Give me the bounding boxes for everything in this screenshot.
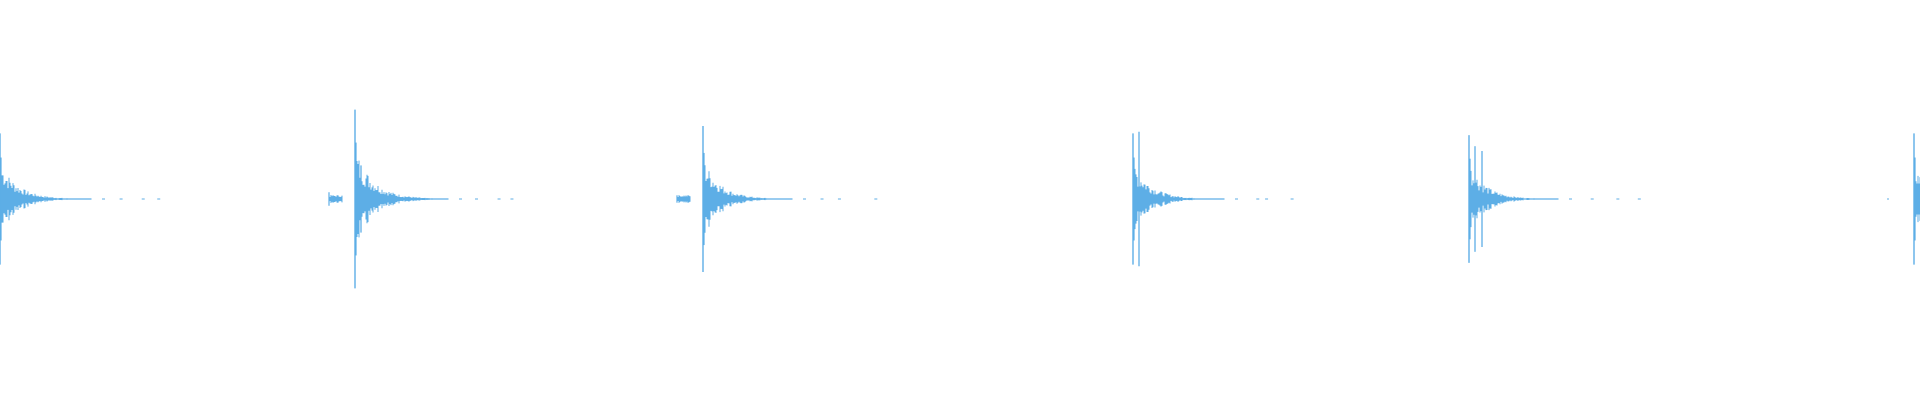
transient-2 <box>328 109 514 289</box>
transient-5 <box>1468 135 1641 263</box>
transient-1 <box>0 133 161 265</box>
transient-6 <box>1913 133 1920 265</box>
transient-4 <box>1132 131 1294 267</box>
transient-3 <box>676 126 878 272</box>
